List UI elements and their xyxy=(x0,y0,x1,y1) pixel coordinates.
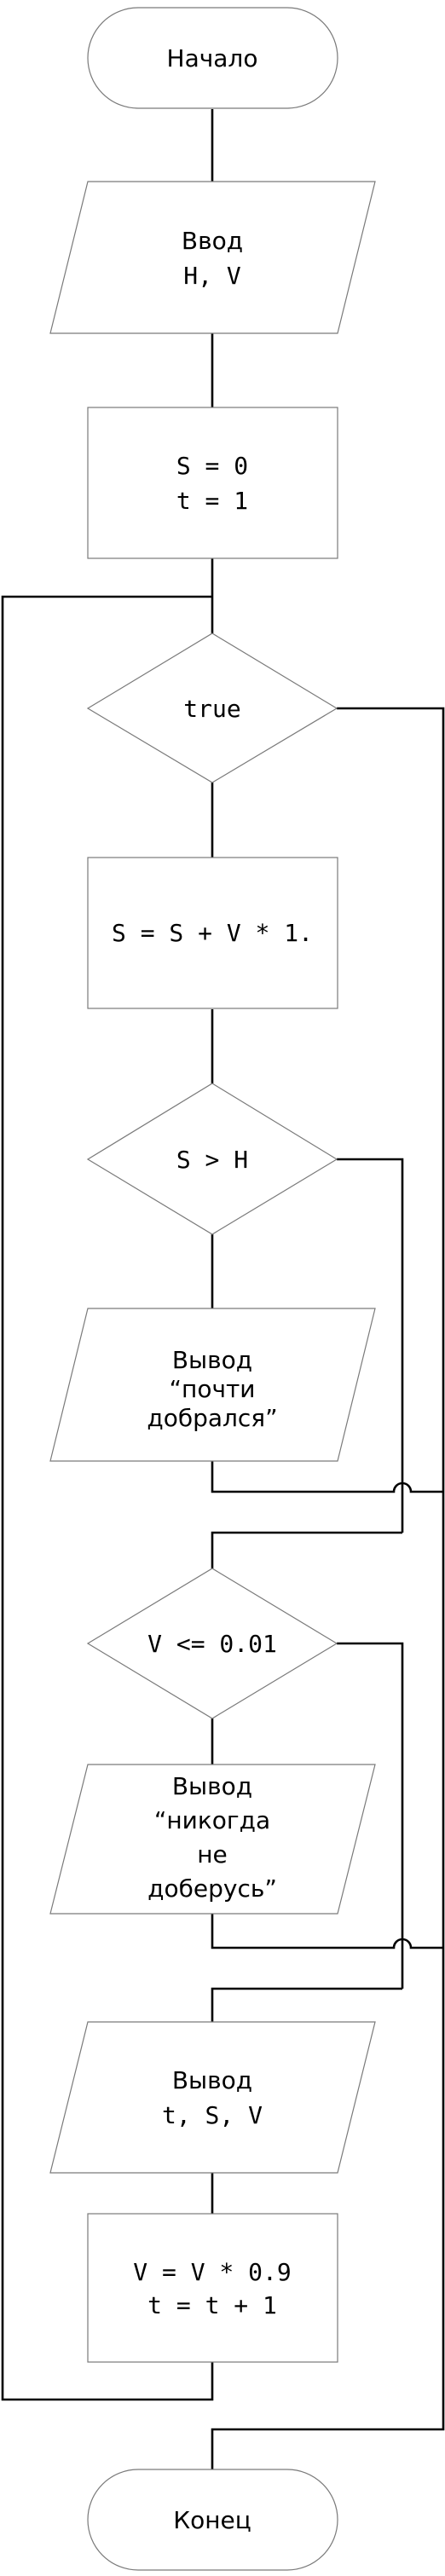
output-almost-block: Вывод “почти добрался” xyxy=(49,1308,376,1462)
output-almost-l2: “почти xyxy=(170,1375,256,1403)
edge-output-merge xyxy=(211,1461,443,1493)
edge-merge-cond-v xyxy=(211,1531,402,1568)
end-label: Конец xyxy=(173,2506,251,2534)
output-never-l1: Вывод xyxy=(172,1772,252,1800)
connectors xyxy=(1,109,445,2469)
output-never-l4: доберусь” xyxy=(147,1874,277,1903)
start-terminal: Начало xyxy=(87,7,338,109)
edge-merge-output3 xyxy=(211,1987,402,2022)
init-s: S = 0 xyxy=(176,452,248,480)
loop-condition-label: true xyxy=(183,695,240,723)
input-title: Ввод xyxy=(182,227,243,255)
input-block: Ввод H, V xyxy=(49,181,376,334)
start-label: Начало xyxy=(167,44,258,72)
condition-v-le: V <= 0.01 xyxy=(86,1568,338,1719)
output-never-l2: “никогда xyxy=(154,1806,270,1834)
update-s-block: S = S + V * 1. xyxy=(87,857,338,1009)
output-values-title: Вывод xyxy=(172,2066,252,2094)
edge-loop-exit xyxy=(211,707,445,2469)
loop-condition: true xyxy=(86,632,338,783)
update-t-label: t = t + 1 xyxy=(147,2291,277,2319)
edge-output2-merge xyxy=(211,1914,443,1949)
edge-cond-v-false xyxy=(337,1642,404,1989)
output-almost-l3: добрался” xyxy=(147,1404,277,1432)
output-almost-l1: Вывод xyxy=(172,1346,252,1374)
condition-s-gt-h-label: S > H xyxy=(176,1146,248,1174)
init-t: t = 1 xyxy=(176,487,248,515)
init-block: S = 0 t = 1 xyxy=(87,407,338,559)
output-never-l3: не xyxy=(197,1840,228,1868)
update-v-t-block: V = V * 0.9 t = t + 1 xyxy=(87,2213,338,2363)
input-vars: H, V xyxy=(183,262,241,290)
condition-v-le-label: V <= 0.01 xyxy=(147,1630,277,1658)
edge-cond-sh-false xyxy=(337,1158,404,1533)
update-v-label: V = V * 0.9 xyxy=(133,2258,291,2286)
update-s-label: S = S + V * 1. xyxy=(112,919,313,947)
edge-loop-back xyxy=(1,595,214,2401)
output-values-vars: t, S, V xyxy=(162,2101,263,2129)
output-values-block: Вывод t, S, V xyxy=(49,2021,376,2174)
output-never-block: Вывод “никогда не доберусь” xyxy=(49,1764,376,1915)
end-terminal: Конец xyxy=(87,2469,338,2571)
condition-s-gt-h: S > H xyxy=(86,1083,338,1235)
